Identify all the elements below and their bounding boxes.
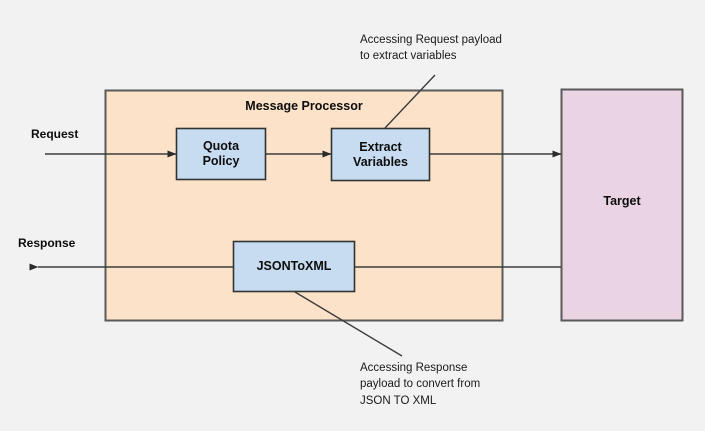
request-annotation-leader: [384, 74, 436, 129]
response-annotation-line-2: payload to convert from: [360, 378, 481, 391]
request-annotation-line-2: to extract variables: [360, 50, 457, 63]
response-annotation: Accessing Response payload to convert fr…: [360, 360, 480, 409]
response-label: Response: [18, 236, 76, 250]
target-container: [560, 88, 684, 322]
json-to-xml-box[interactable]: [232, 240, 356, 293]
response-annotation-line-3: JSON TO XML: [360, 394, 437, 407]
extract-variables-box[interactable]: [330, 127, 431, 182]
response-annotation-leader: [294, 291, 403, 357]
request-annotation: Accessing Request payload to extract var…: [360, 32, 502, 65]
response-annotation-line-1: Accessing Response: [360, 362, 468, 374]
request-label: Request: [31, 127, 79, 141]
request-annotation-line-1: Accessing Request payload: [360, 34, 502, 46]
quota-policy-box[interactable]: [175, 127, 267, 181]
message-processor-title: Message Processor: [245, 99, 363, 113]
